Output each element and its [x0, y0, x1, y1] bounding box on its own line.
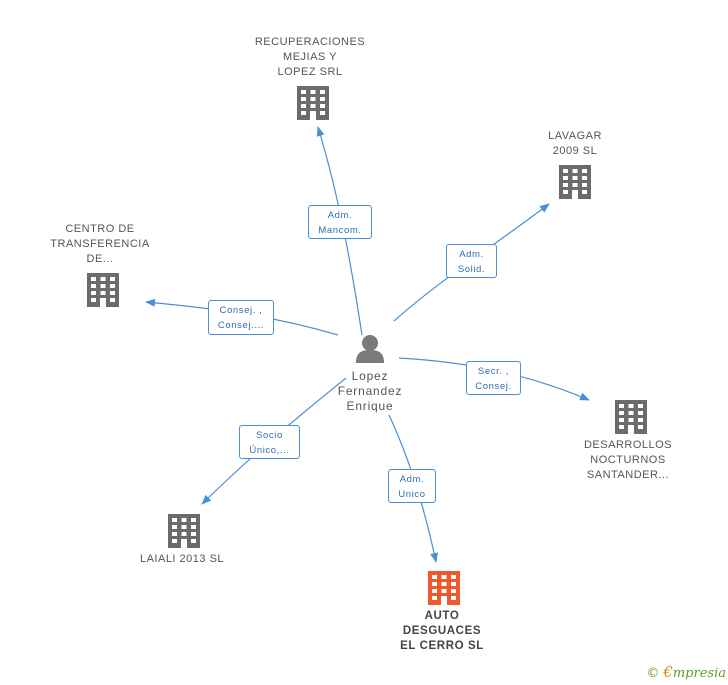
relation-label-laiali: Socio Único,... — [239, 425, 300, 459]
brand-initial: € — [663, 663, 673, 681]
person-icon[interactable] — [356, 335, 384, 363]
building-icon[interactable] — [428, 571, 460, 605]
company-label-recuperaciones[interactable]: RECUPERACIONES MEJIAS Y LOPEZ SRL — [254, 36, 366, 78]
building-icon[interactable] — [87, 273, 119, 307]
relation-label-desarrollos: Secr. , Consej. — [466, 361, 521, 395]
building-icon[interactable] — [168, 514, 200, 548]
company-label-lavagar[interactable]: LAVAGAR 2009 SL — [548, 130, 602, 157]
relation-label-lavagar: Adm. Solid. — [446, 244, 497, 278]
person-name[interactable]: Lopez Fernandez Enrique — [337, 369, 403, 413]
company-label-auto[interactable]: AUTO DESGUACES EL CERRO SL — [400, 610, 484, 652]
copyright-symbol: © — [646, 666, 660, 681]
company-label-centro[interactable]: CENTRO DE TRANSFERENCIA DE... — [50, 223, 150, 265]
building-icon[interactable] — [297, 86, 329, 120]
brand-name: mpresia — [672, 666, 726, 681]
relation-label-centro: Consej. , Consej.... — [208, 300, 274, 335]
empresia-watermark: ©€mpresia — [646, 663, 726, 681]
building-icon[interactable] — [615, 400, 647, 434]
relation-label-auto: Adm. Unico — [388, 469, 436, 503]
relation-label-recuperaciones: Adm. Mancom. — [308, 205, 372, 239]
company-label-desarrollos[interactable]: DESARROLLOS NOCTURNOS SANTANDER... — [583, 439, 673, 481]
building-icon[interactable] — [559, 165, 591, 199]
company-label-laiali[interactable]: LAIALI 2013 SL — [139, 553, 225, 565]
